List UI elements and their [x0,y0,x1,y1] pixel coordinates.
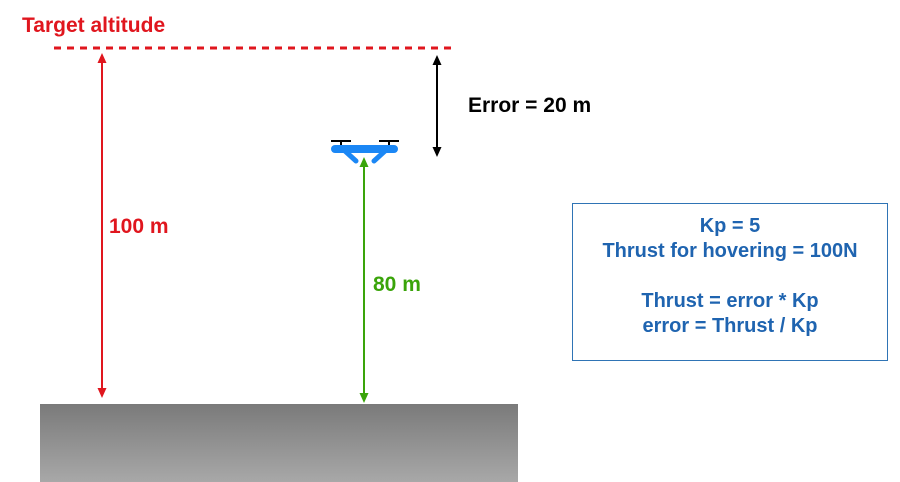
error-label: Error = 20 m [468,94,592,117]
hover-thrust-text: Thrust for hovering = 100N [602,240,858,262]
target-altitude-label: Target altitude [22,14,166,37]
target-height-arrow [97,53,107,398]
ground-block [40,404,518,482]
current-height-arrow [359,157,369,403]
error-formula-text: error = Thrust / Kp [642,315,818,337]
error-arrow [432,55,442,157]
target-height-label: 100 m [109,215,169,238]
kp-text: Kp = 5 [699,215,761,237]
spacer [573,264,887,289]
controller-info-box: Kp = 5 Thrust for hovering = 100N Thrust… [572,203,888,361]
current-height-label: 80 m [373,273,421,296]
quadcopter-drone-icon [331,140,399,164]
thrust-formula-text: Thrust = error * Kp [641,290,819,312]
